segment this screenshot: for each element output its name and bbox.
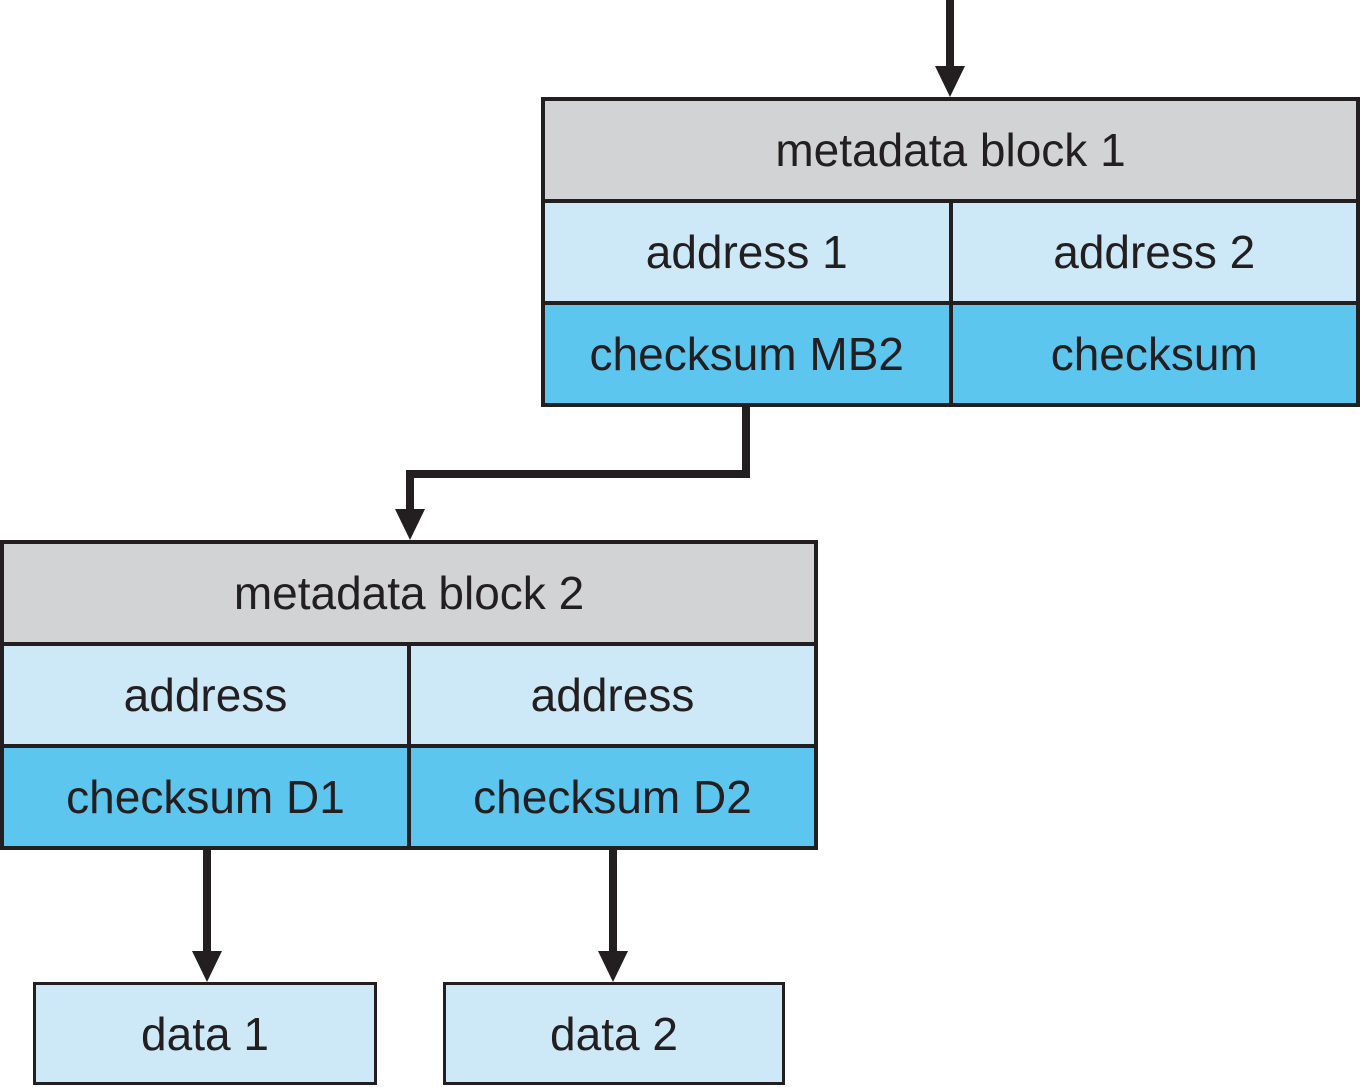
arrow-checksum-d1-to-data-1	[192, 848, 222, 982]
metadata-block-1-address-2-cell: address 2	[952, 203, 1356, 301]
metadata-block-2-address-1-cell: address	[4, 646, 411, 744]
metadata-block-2-checksum-d1-cell: checksum D1	[4, 748, 411, 846]
data-block-1: data 1	[33, 982, 377, 1085]
metadata-block-1-checksum-row: checksum MB2 checksum	[545, 305, 1356, 403]
metadata-block-1-title: metadata block 1	[545, 101, 1356, 203]
metadata-block-2: metadata block 2 address address checksu…	[0, 540, 818, 850]
data-block-2: data 2	[443, 982, 785, 1085]
metadata-block-1-checksum-mb2-cell: checksum MB2	[545, 305, 953, 403]
metadata-block-2-checksum-row: checksum D1 checksum D2	[4, 748, 814, 846]
metadata-block-1-address-1-cell: address 1	[545, 203, 953, 301]
metadata-block-1-address-row: address 1 address 2	[545, 203, 1356, 305]
arrow-into-metadata-block-1	[935, 0, 965, 97]
metadata-block-2-checksum-d2-cell: checksum D2	[411, 748, 814, 846]
metadata-block-2-address-row: address address	[4, 646, 814, 748]
arrow-checksum-d2-to-data-2	[598, 848, 628, 982]
metadata-block-2-title: metadata block 2	[4, 544, 814, 646]
metadata-block-1: metadata block 1 address 1 address 2 che…	[541, 97, 1360, 407]
connector-checksum-mb2-to-metadata-block-2	[395, 405, 750, 540]
metadata-block-2-address-2-cell: address	[411, 646, 814, 744]
metadata-block-1-checksum-cell: checksum	[952, 305, 1356, 403]
